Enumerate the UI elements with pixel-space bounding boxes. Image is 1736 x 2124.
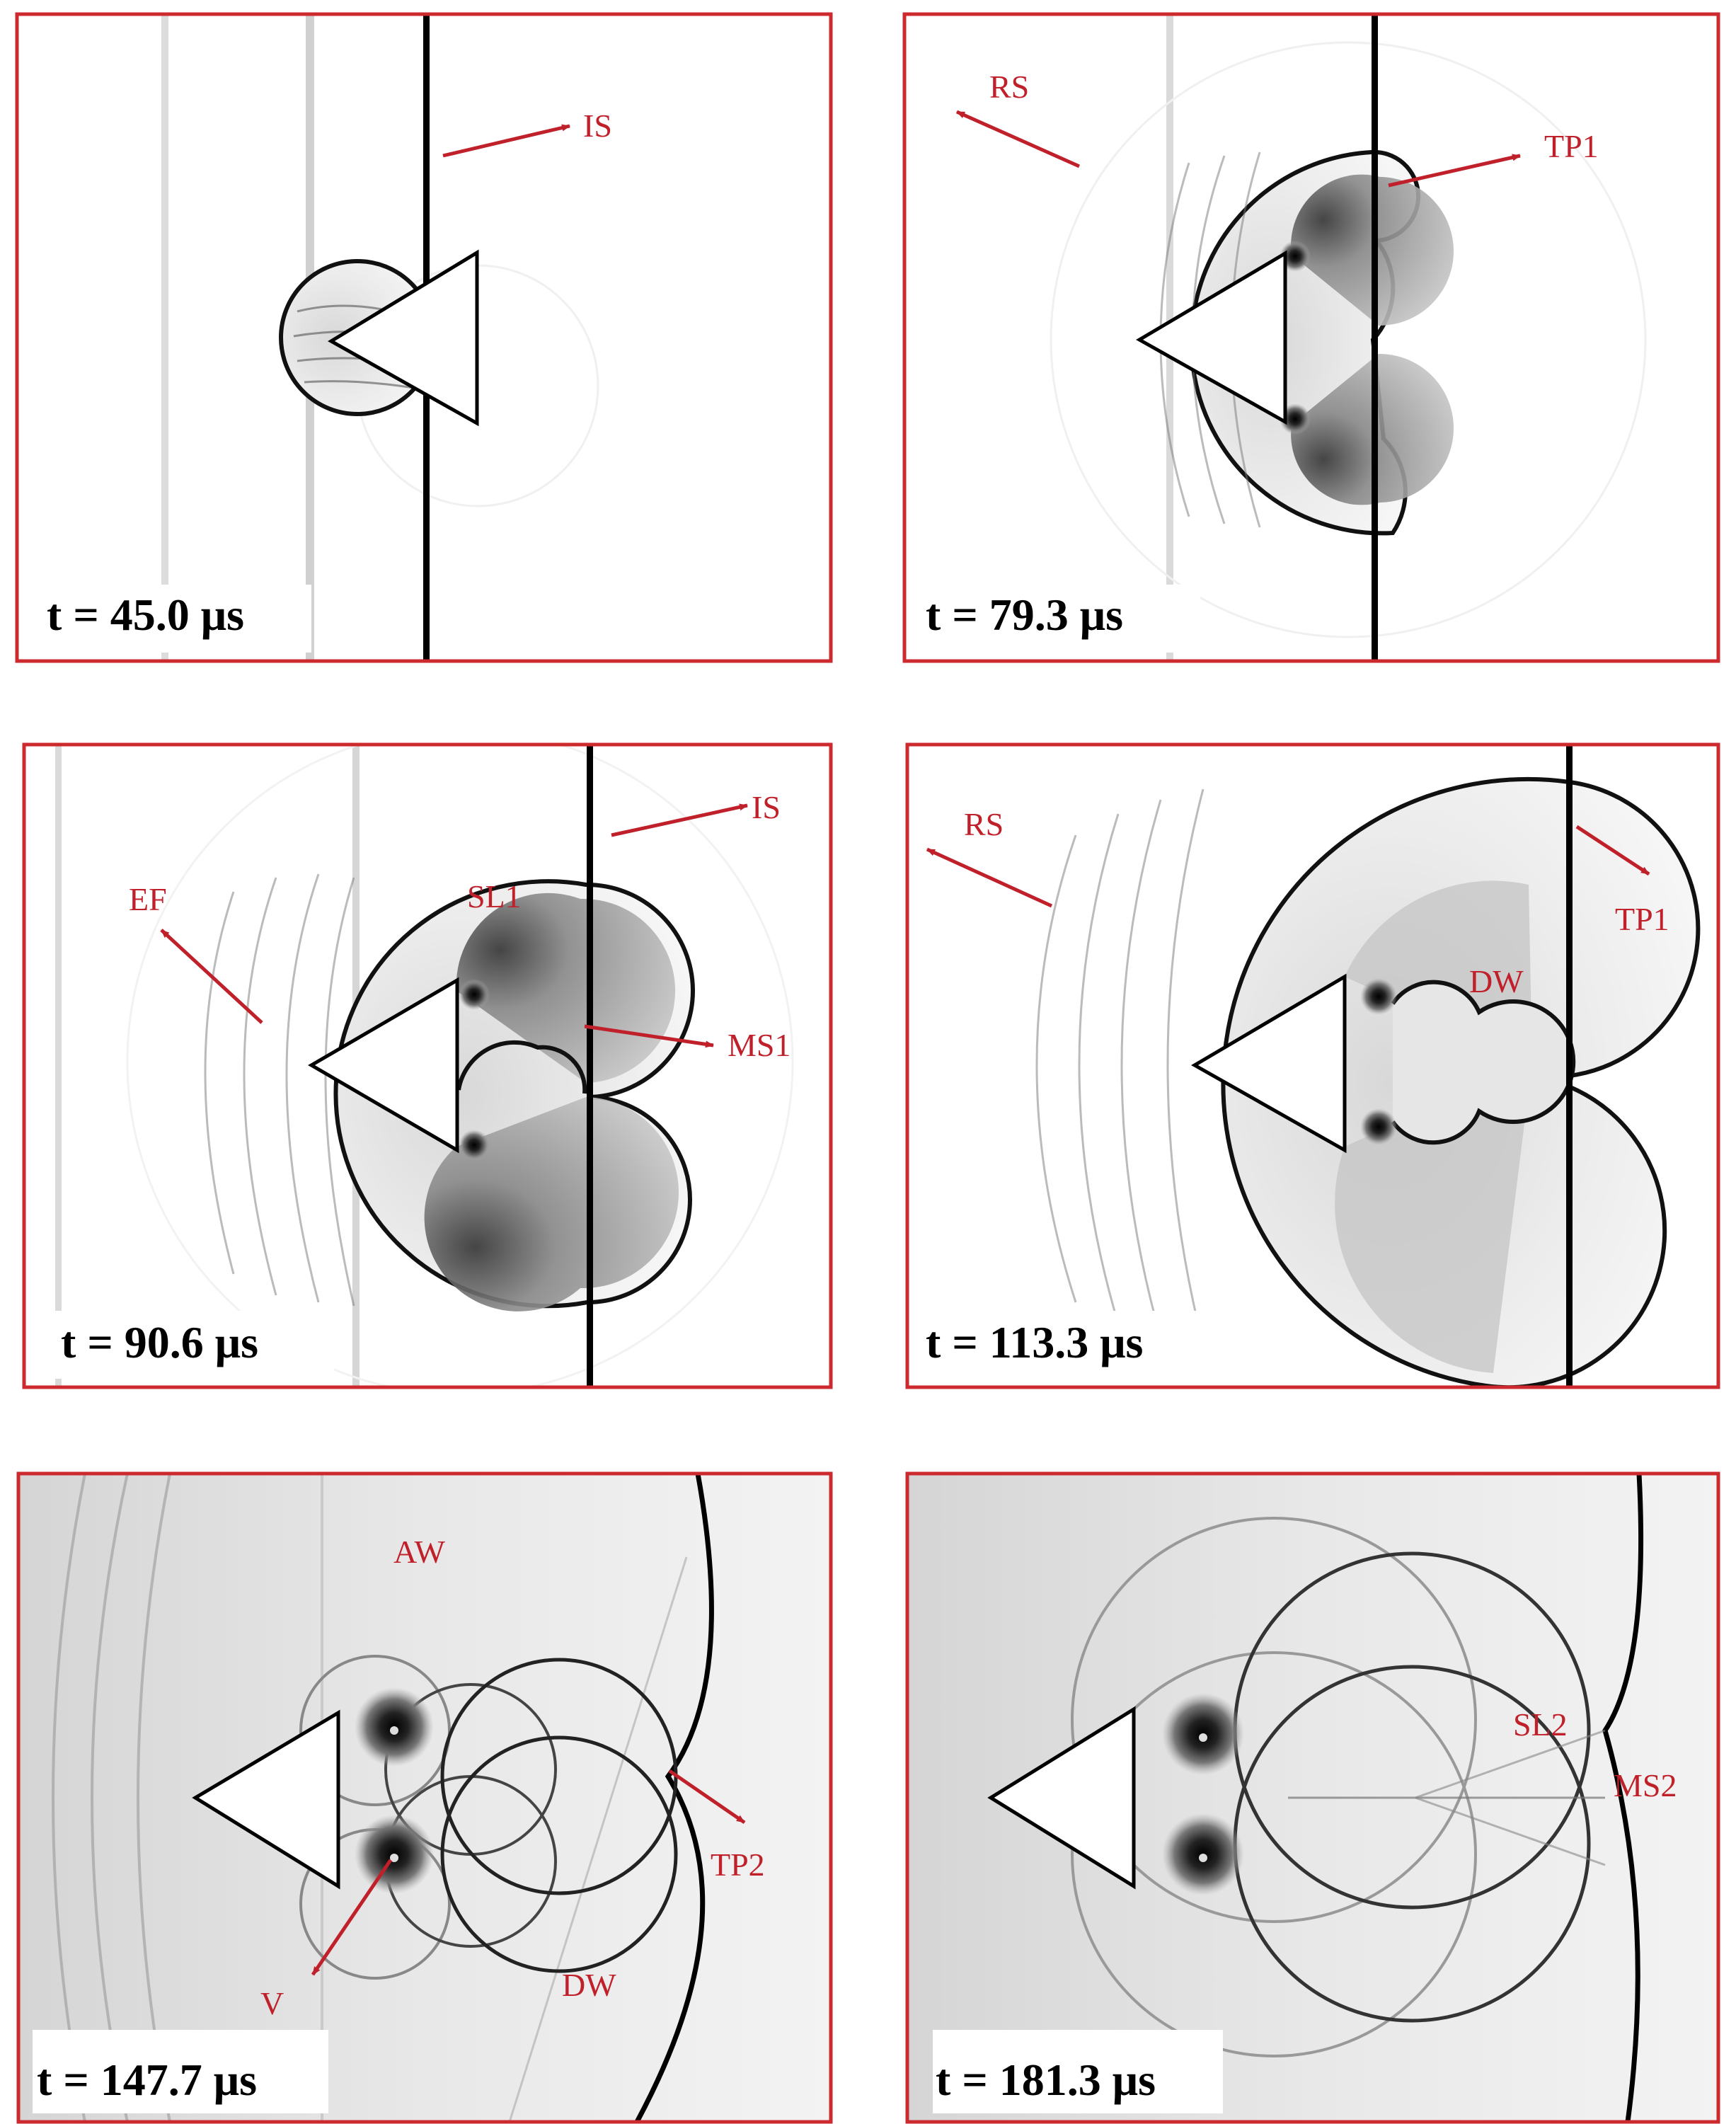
faint-wave-line [161, 14, 168, 661]
triangle-obstacle [1136, 250, 1287, 425]
panel-frame [905, 1471, 1720, 2124]
acoustic-wave [299, 1655, 451, 1806]
arrow [1575, 825, 1650, 876]
label-rs: RS [964, 806, 1004, 842]
triangle-obstacle [987, 1706, 1136, 1890]
time-box [33, 2030, 328, 2113]
panel-3: IS EF SL1 MS1 t = 90.6 μs [22, 742, 833, 1389]
arrow [160, 929, 263, 1024]
panel-5: AW TP2 V DW t = 147.7 μs [16, 1471, 833, 2124]
slip-line-bubble [456, 1040, 587, 1094]
time-box [919, 1311, 1209, 1379]
time-stamp: t = 147.7 μs [37, 2055, 257, 2105]
label-sl1: SL1 [467, 878, 522, 914]
vortex-core [459, 1130, 490, 1161]
panel-1-image [17, 14, 831, 661]
time-box [933, 2030, 1223, 2113]
faint-wave-line [55, 745, 62, 1387]
triangle-obstacle [1191, 973, 1347, 1154]
label-is: IS [583, 108, 612, 144]
arrow [442, 124, 570, 158]
label-dw: DW [562, 1967, 616, 2003]
panel-6-image [907, 1474, 1718, 2122]
label-rs: RS [989, 69, 1029, 105]
label-is: IS [752, 789, 781, 825]
label-v: V [260, 1985, 284, 2021]
panel-frame [16, 1471, 833, 2124]
vortex-core [1280, 403, 1311, 435]
vortex-core [1280, 241, 1311, 272]
triangle-obstacle [308, 977, 459, 1154]
vortex-core [1360, 1108, 1397, 1145]
label-tp1: TP1 [1615, 901, 1669, 937]
label-tp2: TP2 [711, 1847, 765, 1883]
time-stamp: t = 45.0 μs [47, 590, 244, 640]
panel-frame [22, 742, 833, 1389]
label-tp1: TP1 [1544, 128, 1599, 164]
triangle-obstacle [328, 249, 479, 427]
label-ef: EF [129, 881, 167, 917]
mach-stem-front [1602, 1474, 1644, 2122]
acoustic-wave [1071, 1651, 1477, 2057]
arrow [584, 1024, 714, 1048]
diffracted-wave-bubble [440, 1735, 678, 1973]
diffracted-wave-bubble [1391, 980, 1576, 1145]
incident-shock-line [1372, 14, 1378, 661]
incident-shock-line [587, 745, 593, 1387]
panel-4: RS TP1 DW t = 113.3 μs [905, 742, 1720, 1389]
arrow [311, 1859, 393, 1976]
time-box [917, 585, 1200, 653]
label-dw: DW [1469, 963, 1524, 999]
arrow [668, 1769, 746, 1825]
time-box [31, 585, 311, 653]
arrow [955, 110, 1081, 168]
panel-2: RS TP1 t = 79.3 μs [902, 12, 1720, 663]
arrow [611, 803, 748, 837]
label-ms1: MS1 [728, 1027, 791, 1063]
time-stamp: t = 113.3 μs [926, 1317, 1143, 1367]
panel-5-image [18, 1474, 831, 2122]
mach-stem-front [634, 1474, 714, 2122]
vortex-core [459, 979, 490, 1010]
time-stamp: t = 181.3 μs [936, 2055, 1156, 2105]
panel-2-image [904, 14, 1718, 661]
incident-shock-line [1566, 745, 1573, 1387]
panel-6: SL2 MS2 t = 181.3 μs [905, 1471, 1720, 2124]
panel-4-image [907, 745, 1718, 1387]
panel-3-image [24, 745, 831, 1387]
label-sl2: SL2 [1513, 1706, 1568, 1743]
vortex-lobe [456, 892, 676, 1083]
panel-frame [15, 12, 833, 663]
label-aw: AW [393, 1534, 446, 1570]
arrow [1388, 154, 1521, 188]
panel-frame [902, 12, 1720, 663]
triangle-obstacle [192, 1709, 340, 1890]
time-box [37, 1311, 334, 1379]
panel-frame [905, 742, 1720, 1389]
arrow [926, 847, 1053, 908]
vortex-core [1360, 978, 1397, 1015]
acoustic-wave [1071, 1517, 1477, 1923]
panel-1: IS t = 45.0 μs [15, 12, 833, 663]
time-stamp: t = 79.3 μs [926, 590, 1123, 640]
label-ms2: MS2 [1614, 1767, 1677, 1803]
time-stamp: t = 90.6 μs [61, 1317, 258, 1367]
